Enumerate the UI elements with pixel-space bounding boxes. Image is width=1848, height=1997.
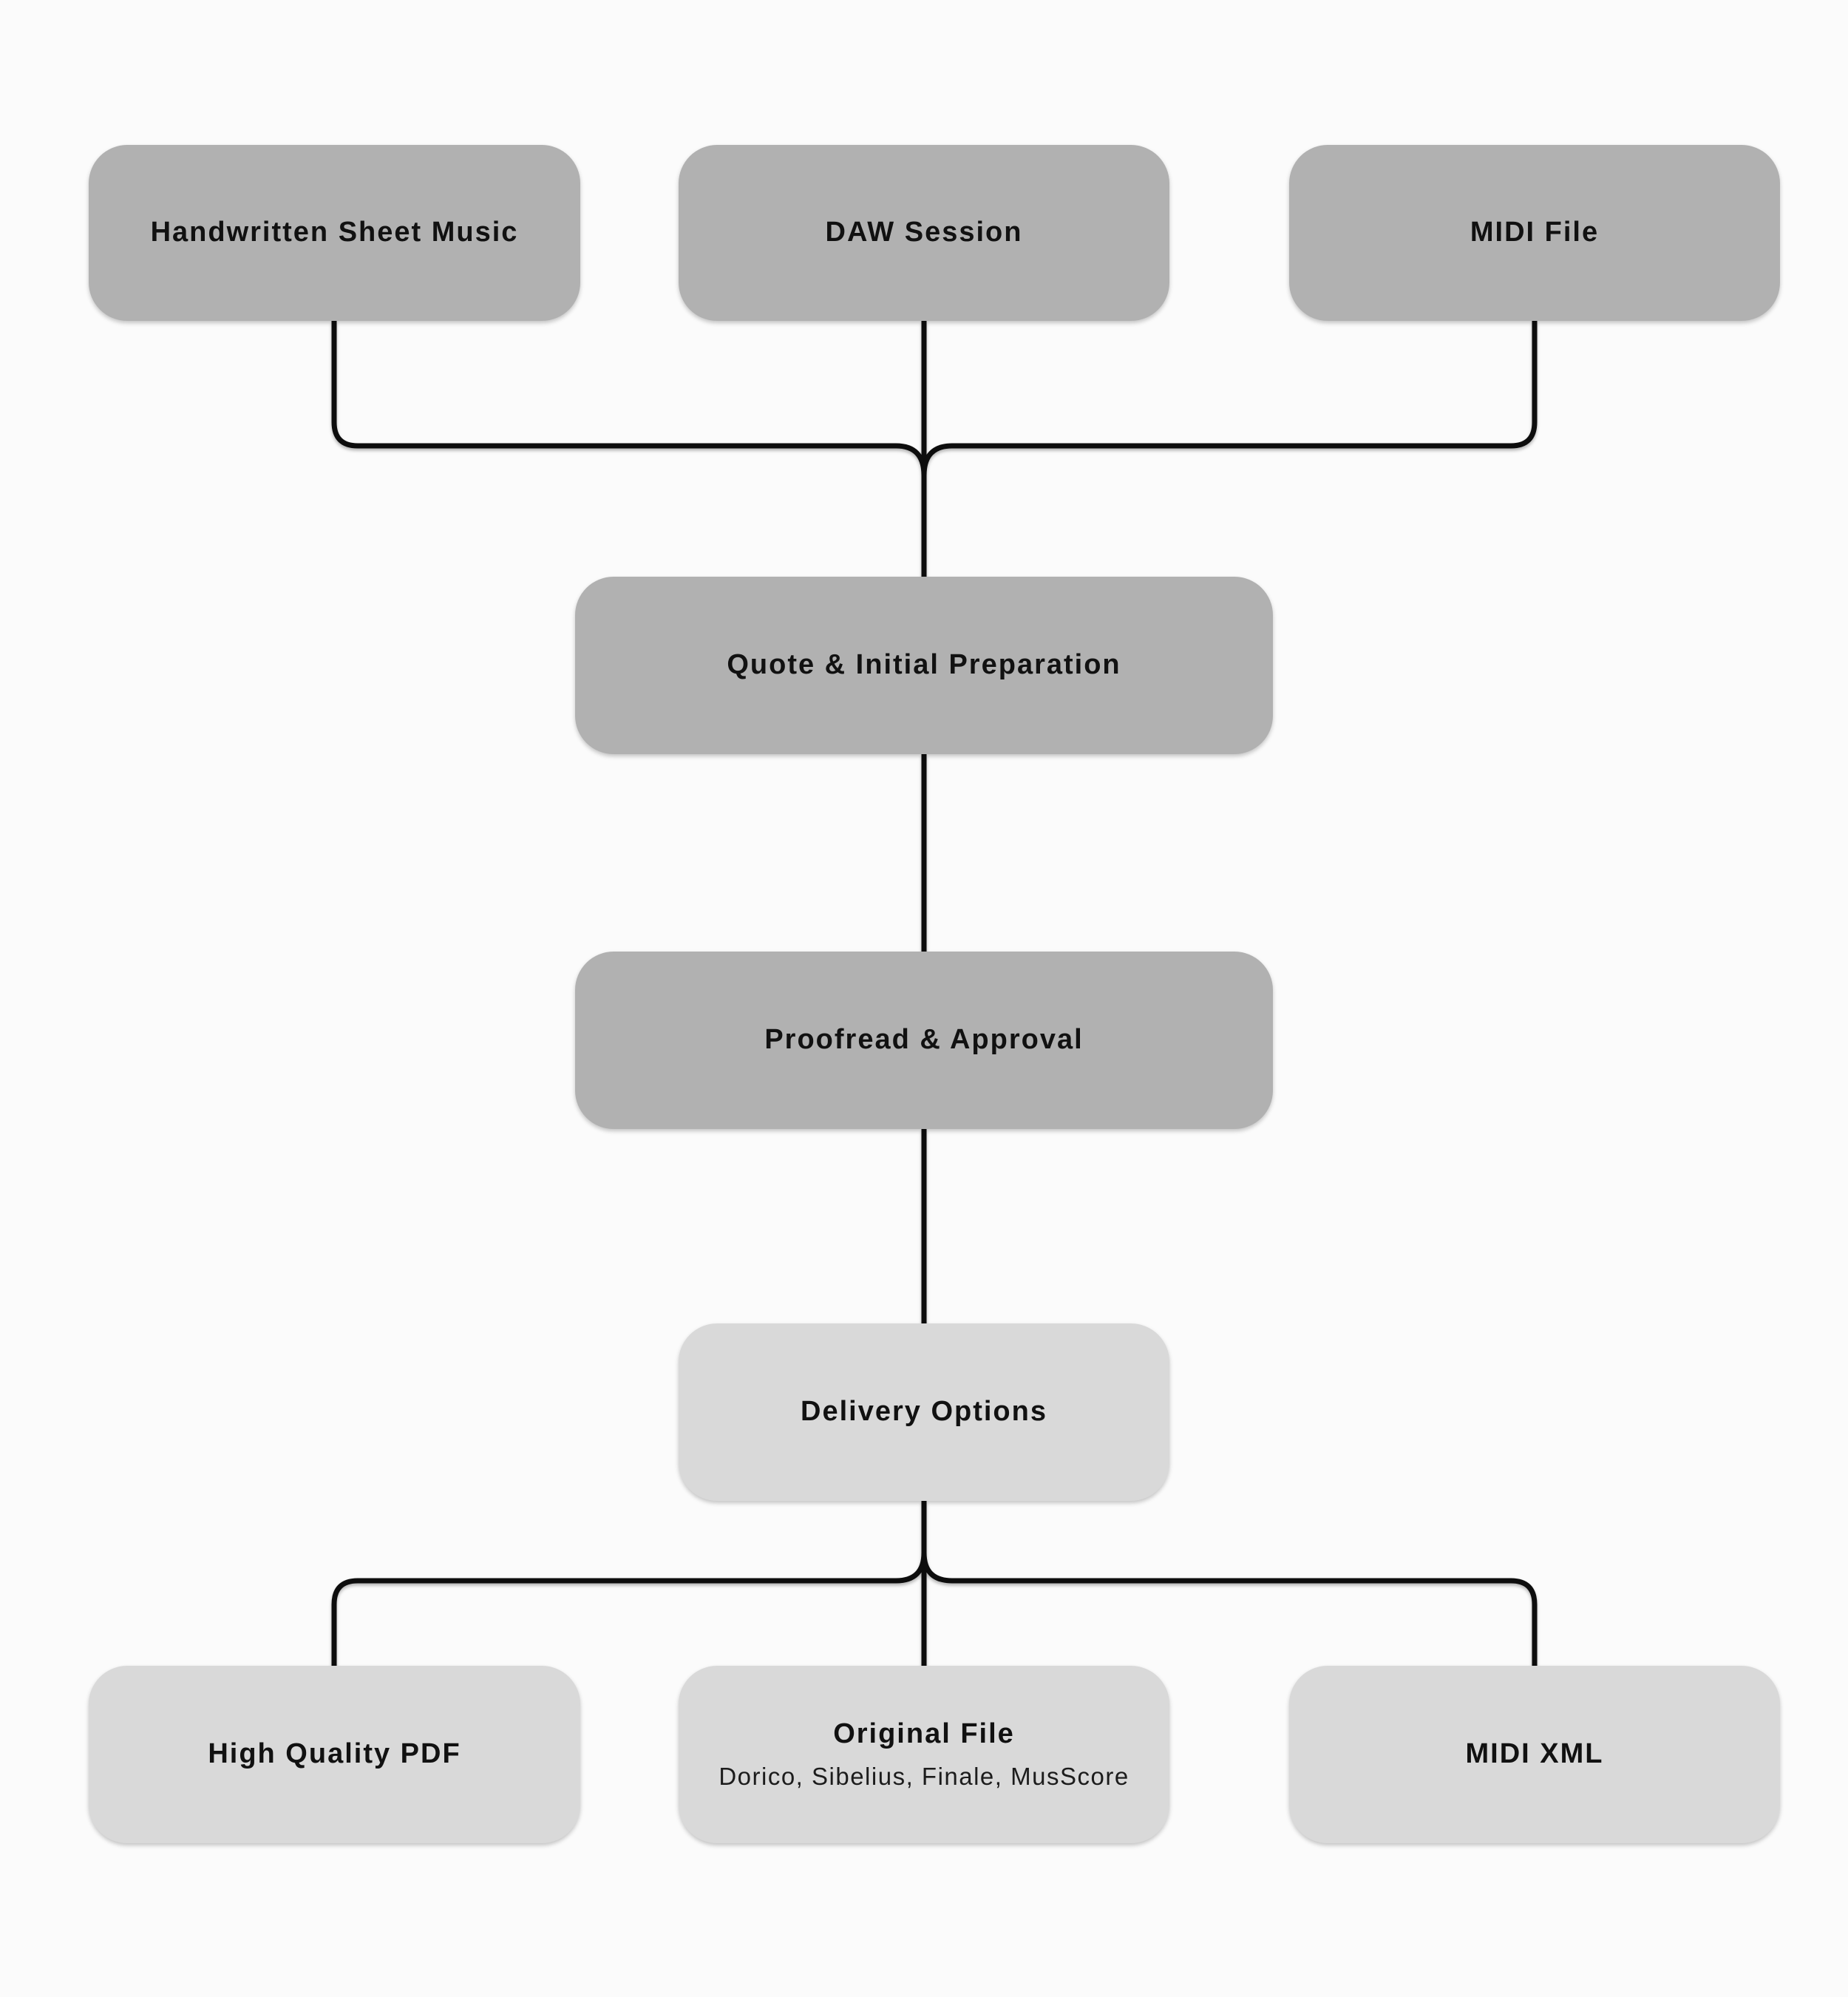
node-handwritten-sheet-music: Handwritten Sheet Music	[89, 145, 580, 321]
edge-delivery-to-midixml	[921, 1552, 1538, 1666]
node-label: MIDI XML	[1465, 1738, 1604, 1770]
node-midi-xml: MIDI XML	[1289, 1666, 1780, 1843]
node-label: Original File	[833, 1718, 1015, 1750]
edge-handwritten-to-quote	[331, 321, 927, 476]
node-midi-file: MIDI File	[1289, 145, 1780, 321]
node-original-file: Original File Dorico, Sibelius, Finale, …	[679, 1666, 1169, 1843]
node-label: MIDI File	[1470, 217, 1600, 248]
node-label: Delivery Options	[801, 1396, 1047, 1428]
node-delivery-options: Delivery Options	[679, 1323, 1169, 1501]
node-sublabel: Dorico, Sibelius, Finale, MusScore	[719, 1763, 1129, 1790]
node-label: High Quality PDF	[208, 1738, 461, 1770]
node-label: Quote & Initial Preparation	[727, 649, 1121, 681]
node-high-quality-pdf: High Quality PDF	[89, 1666, 580, 1843]
edge-delivery-to-pdf	[331, 1552, 927, 1666]
node-quote-initial-preparation: Quote & Initial Preparation	[575, 577, 1273, 754]
node-proofread-approval: Proofread & Approval	[575, 952, 1273, 1129]
node-label: DAW Session	[825, 217, 1023, 248]
node-label: Handwritten Sheet Music	[150, 217, 519, 248]
edge-midifile-to-quote	[921, 321, 1538, 476]
node-label: Proofread & Approval	[764, 1024, 1084, 1056]
node-daw-session: DAW Session	[679, 145, 1169, 321]
